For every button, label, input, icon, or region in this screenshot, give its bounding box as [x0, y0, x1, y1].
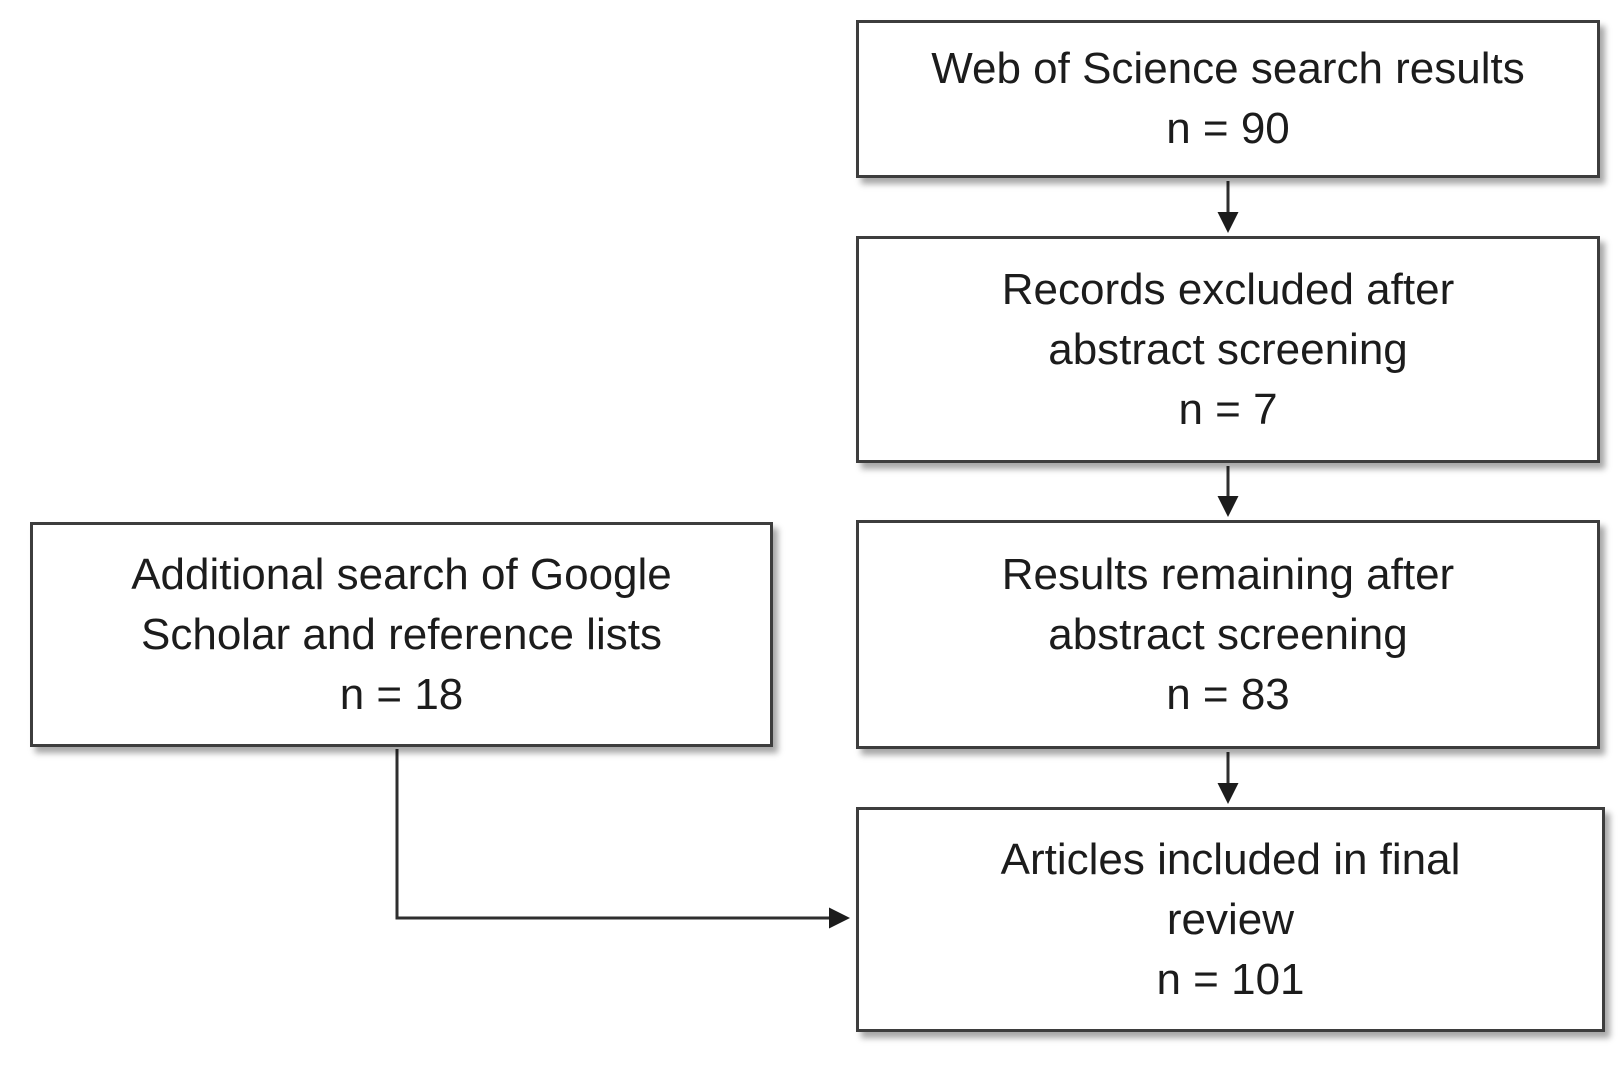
- box-results-remaining: Results remaining after abstract screeni…: [856, 520, 1600, 749]
- box-articles-included-label: Articles included in final review: [1000, 834, 1461, 944]
- arrow-additional-to-included: [395, 749, 850, 929]
- box-records-excluded-label: Records excluded after abstract screenin…: [1001, 264, 1455, 374]
- box-results-remaining-label: Results remaining after abstract screeni…: [1001, 549, 1455, 659]
- box-records-excluded-count: n = 7: [1178, 384, 1278, 434]
- box-additional-search-label: Additional search of Google Scholar and …: [131, 549, 672, 659]
- box-additional-search: Additional search of Google Scholar and …: [30, 522, 773, 747]
- box-articles-included: Articles included in final review n = 10…: [856, 807, 1605, 1032]
- box-web-of-science-count: n = 90: [1166, 104, 1290, 153]
- box-results-remaining-count: n = 83: [1166, 669, 1290, 719]
- box-articles-included-count: n = 101: [1156, 954, 1305, 1004]
- box-records-excluded: Records excluded after abstract screenin…: [856, 236, 1600, 463]
- box-additional-search-count: n = 18: [339, 669, 464, 719]
- box-web-of-science-label: Web of Science search results: [931, 44, 1525, 93]
- box-web-of-science: Web of Science search results n = 90: [856, 20, 1600, 178]
